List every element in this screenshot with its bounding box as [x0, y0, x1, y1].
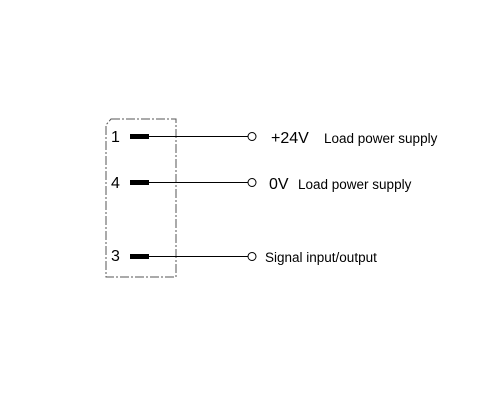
pin-description-1: Load power supply: [324, 131, 438, 146]
pin-description-3: Signal input/output: [265, 250, 377, 265]
pin-number-3: 3: [111, 248, 120, 265]
terminal-1: [247, 132, 257, 141]
pin-contact-1: [130, 134, 149, 139]
pin-row-3: 3 Signal input/output: [111, 248, 377, 265]
pin-number-4: 4: [111, 175, 120, 192]
pin-row-4: 4 0V Load power supply: [111, 175, 412, 193]
pin-number-1: 1: [111, 129, 120, 146]
terminal-4: [247, 178, 257, 187]
pin-description-4: Load power supply: [298, 177, 412, 192]
pin-voltage-4: 0V: [269, 176, 289, 193]
pin-row-1: 1 +24V Load power supply: [111, 129, 438, 147]
pin-contact-4: [130, 180, 149, 185]
terminal-3: [247, 252, 257, 261]
pin-voltage-1: +24V: [271, 130, 309, 147]
connector-housing: [105, 118, 177, 278]
pin-contact-3: [130, 254, 149, 259]
